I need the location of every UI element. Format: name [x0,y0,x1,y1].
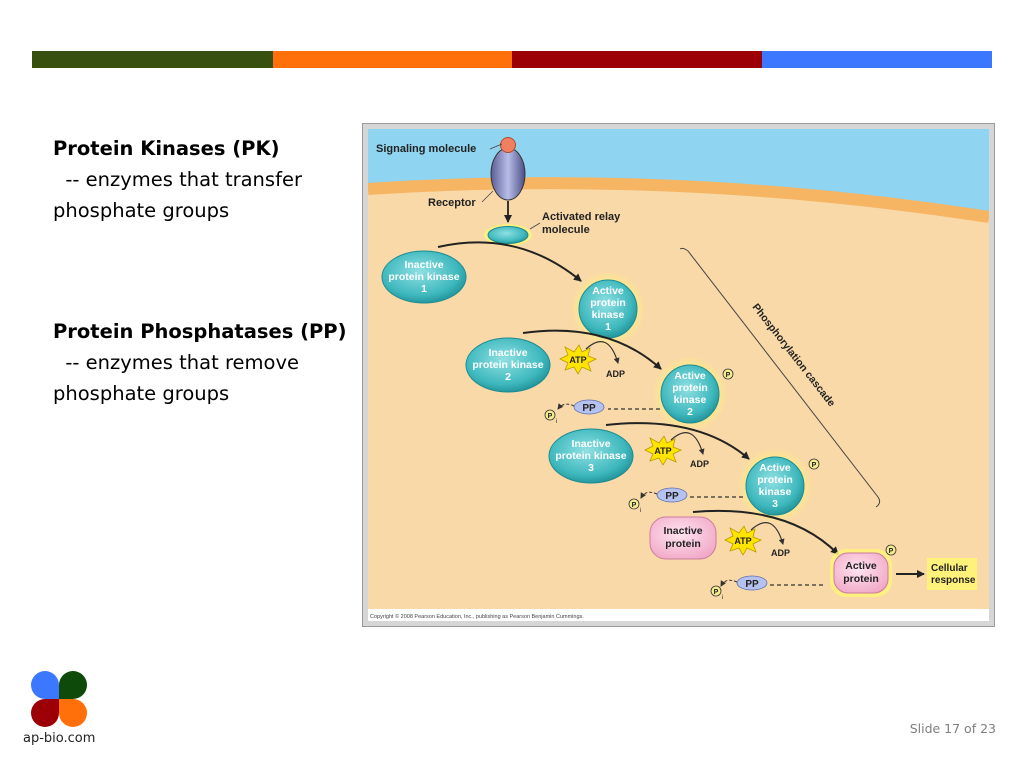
cascade-diagram: Signaling molecule Receptor Activated re… [367,129,990,621]
adp-label-1: ADP [606,369,625,379]
phosphate-p-protein-label: P [889,548,894,555]
active-pk2-label-1: Active [674,370,706,382]
cellular-response-label-2: response [931,575,976,586]
relay-molecule-shape [487,226,529,244]
kinases-text-block: Protein Kinases (PK) -- enzymes that tra… [53,133,353,226]
inactive-pk1-label-1: Inactive [404,259,443,271]
adp-label-3: ADP [771,548,790,558]
active-protein-label-2: protein [843,573,879,585]
phosphate-p-pk3-label: P [812,462,817,469]
phosphate-pi-3 [710,585,722,597]
inactive-pk3-label-3: 3 [588,462,594,474]
inactive-pk2-label-3: 2 [505,371,511,383]
pp-enzyme-1 [573,399,605,415]
kinases-definition-line2: phosphate groups [53,199,230,222]
active-pk3-label-2: protein [757,474,793,486]
phosphate-pi-1 [544,409,556,421]
inactive-pk2-shape [465,337,551,393]
logo-blue-petal [31,671,59,699]
header-color-bar-orange [273,51,512,68]
cascade-figure: Signaling molecule Receptor Activated re… [367,129,990,621]
signaling-molecule-shape [500,137,516,153]
relay-label-line1: Activated relay [542,211,621,223]
active-pk2-label-3: kinase [674,394,707,406]
phosphate-pi-2-label: P [632,502,637,509]
phosphatases-definition-line1: -- enzymes that remove [53,351,299,374]
active-pk2-shape [660,364,720,424]
active-pk3-shape [745,456,805,516]
active-pk2-label-4: 2 [687,406,693,418]
relay-label-line2: molecule [542,224,590,236]
pp-enzyme-3 [736,575,768,591]
receptor-label: Receptor [428,197,476,209]
atp-label-3: ATP [734,536,751,546]
site-name: ap-bio.com [23,731,96,746]
signaling-molecule-label: Signaling molecule [376,143,476,155]
atp-label-2: ATP [654,446,671,456]
inactive-protein-label-1: Inactive [663,525,702,537]
active-pk1-label-2: protein [590,297,626,309]
pp-label-1: PP [582,403,596,414]
atp-burst-1 [559,344,597,375]
phosphatases-heading: Protein Phosphatases (PP) [53,320,347,343]
active-protein-label-1: Active [845,560,877,572]
receptor-shape [490,147,526,201]
inactive-pk2-label-2: protein kinase [472,359,543,371]
ap-bio-logo [31,671,87,727]
slide-number: Slide 17 of 23 [909,721,996,736]
active-protein-shape [833,552,889,594]
phosphate-p-pk3 [808,458,820,470]
active-pk1-label-3: kinase [592,309,625,321]
inactive-pk3-label-2: protein kinase [555,450,626,462]
plasma-membrane [367,177,990,223]
phosphate-p-protein [885,544,897,556]
figure-copyright: Copyright © 2008 Pearson Education, Inc.… [370,613,584,620]
logo-green-petal [59,671,87,699]
active-pk3-label-1: Active [759,462,791,474]
inactive-protein-label-2: protein [665,538,701,550]
logo-orange-petal [59,699,87,727]
inactive-protein-shape [649,516,717,560]
atp-burst-2 [644,435,682,466]
inactive-pk3-label-1: Inactive [571,438,610,450]
pp-label-2: PP [665,491,679,502]
adp-label-2: ADP [690,459,709,469]
phosphate-pi-2 [628,498,640,510]
atp-label-1: ATP [569,355,586,365]
phosphate-p-pk2 [722,368,734,380]
cascade-figure-frame: Signaling molecule Receptor Activated re… [362,123,995,627]
phosphate-pi-2-sub: i [640,508,641,514]
kinases-heading: Protein Kinases (PK) [53,137,280,160]
phosphate-p-pk2-label: P [726,372,731,379]
inactive-pk1-label-3: 1 [421,283,427,295]
logo-red-petal [31,699,59,727]
inactive-pk1-label-2: protein kinase [388,271,459,283]
phosphatases-text-block: Protein Phosphatases (PP) -- enzymes tha… [53,316,353,409]
active-pk3-label-4: 3 [772,498,778,510]
kinases-definition-line1: -- enzymes that transfer [53,168,302,191]
active-pk1-label-1: Active [592,285,624,297]
cellular-response-box [927,558,977,590]
active-pk2-label-2: protein [672,382,708,394]
pp-enzyme-2 [656,487,688,503]
phosphate-pi-3-sub: i [722,595,723,601]
header-color-bar-red [512,51,762,68]
phosphate-pi-1-label: P [548,413,553,420]
phosphate-pi-1-sub: i [556,419,557,425]
phosphate-pi-3-label: P [714,589,719,596]
atp-burst-3 [724,525,762,556]
header-color-bar-green [32,51,273,68]
pp-label-3: PP [745,579,759,590]
inactive-pk1-shape [381,250,467,304]
phosphatases-definition-line2: phosphate groups [53,382,230,405]
inactive-pk3-shape [548,428,634,484]
cellular-response-label-1: Cellular [931,563,968,574]
active-pk1-label-4: 1 [605,321,611,333]
active-pk3-label-3: kinase [759,486,792,498]
header-color-bar-blue [762,51,992,68]
inactive-pk2-label-1: Inactive [488,347,527,359]
